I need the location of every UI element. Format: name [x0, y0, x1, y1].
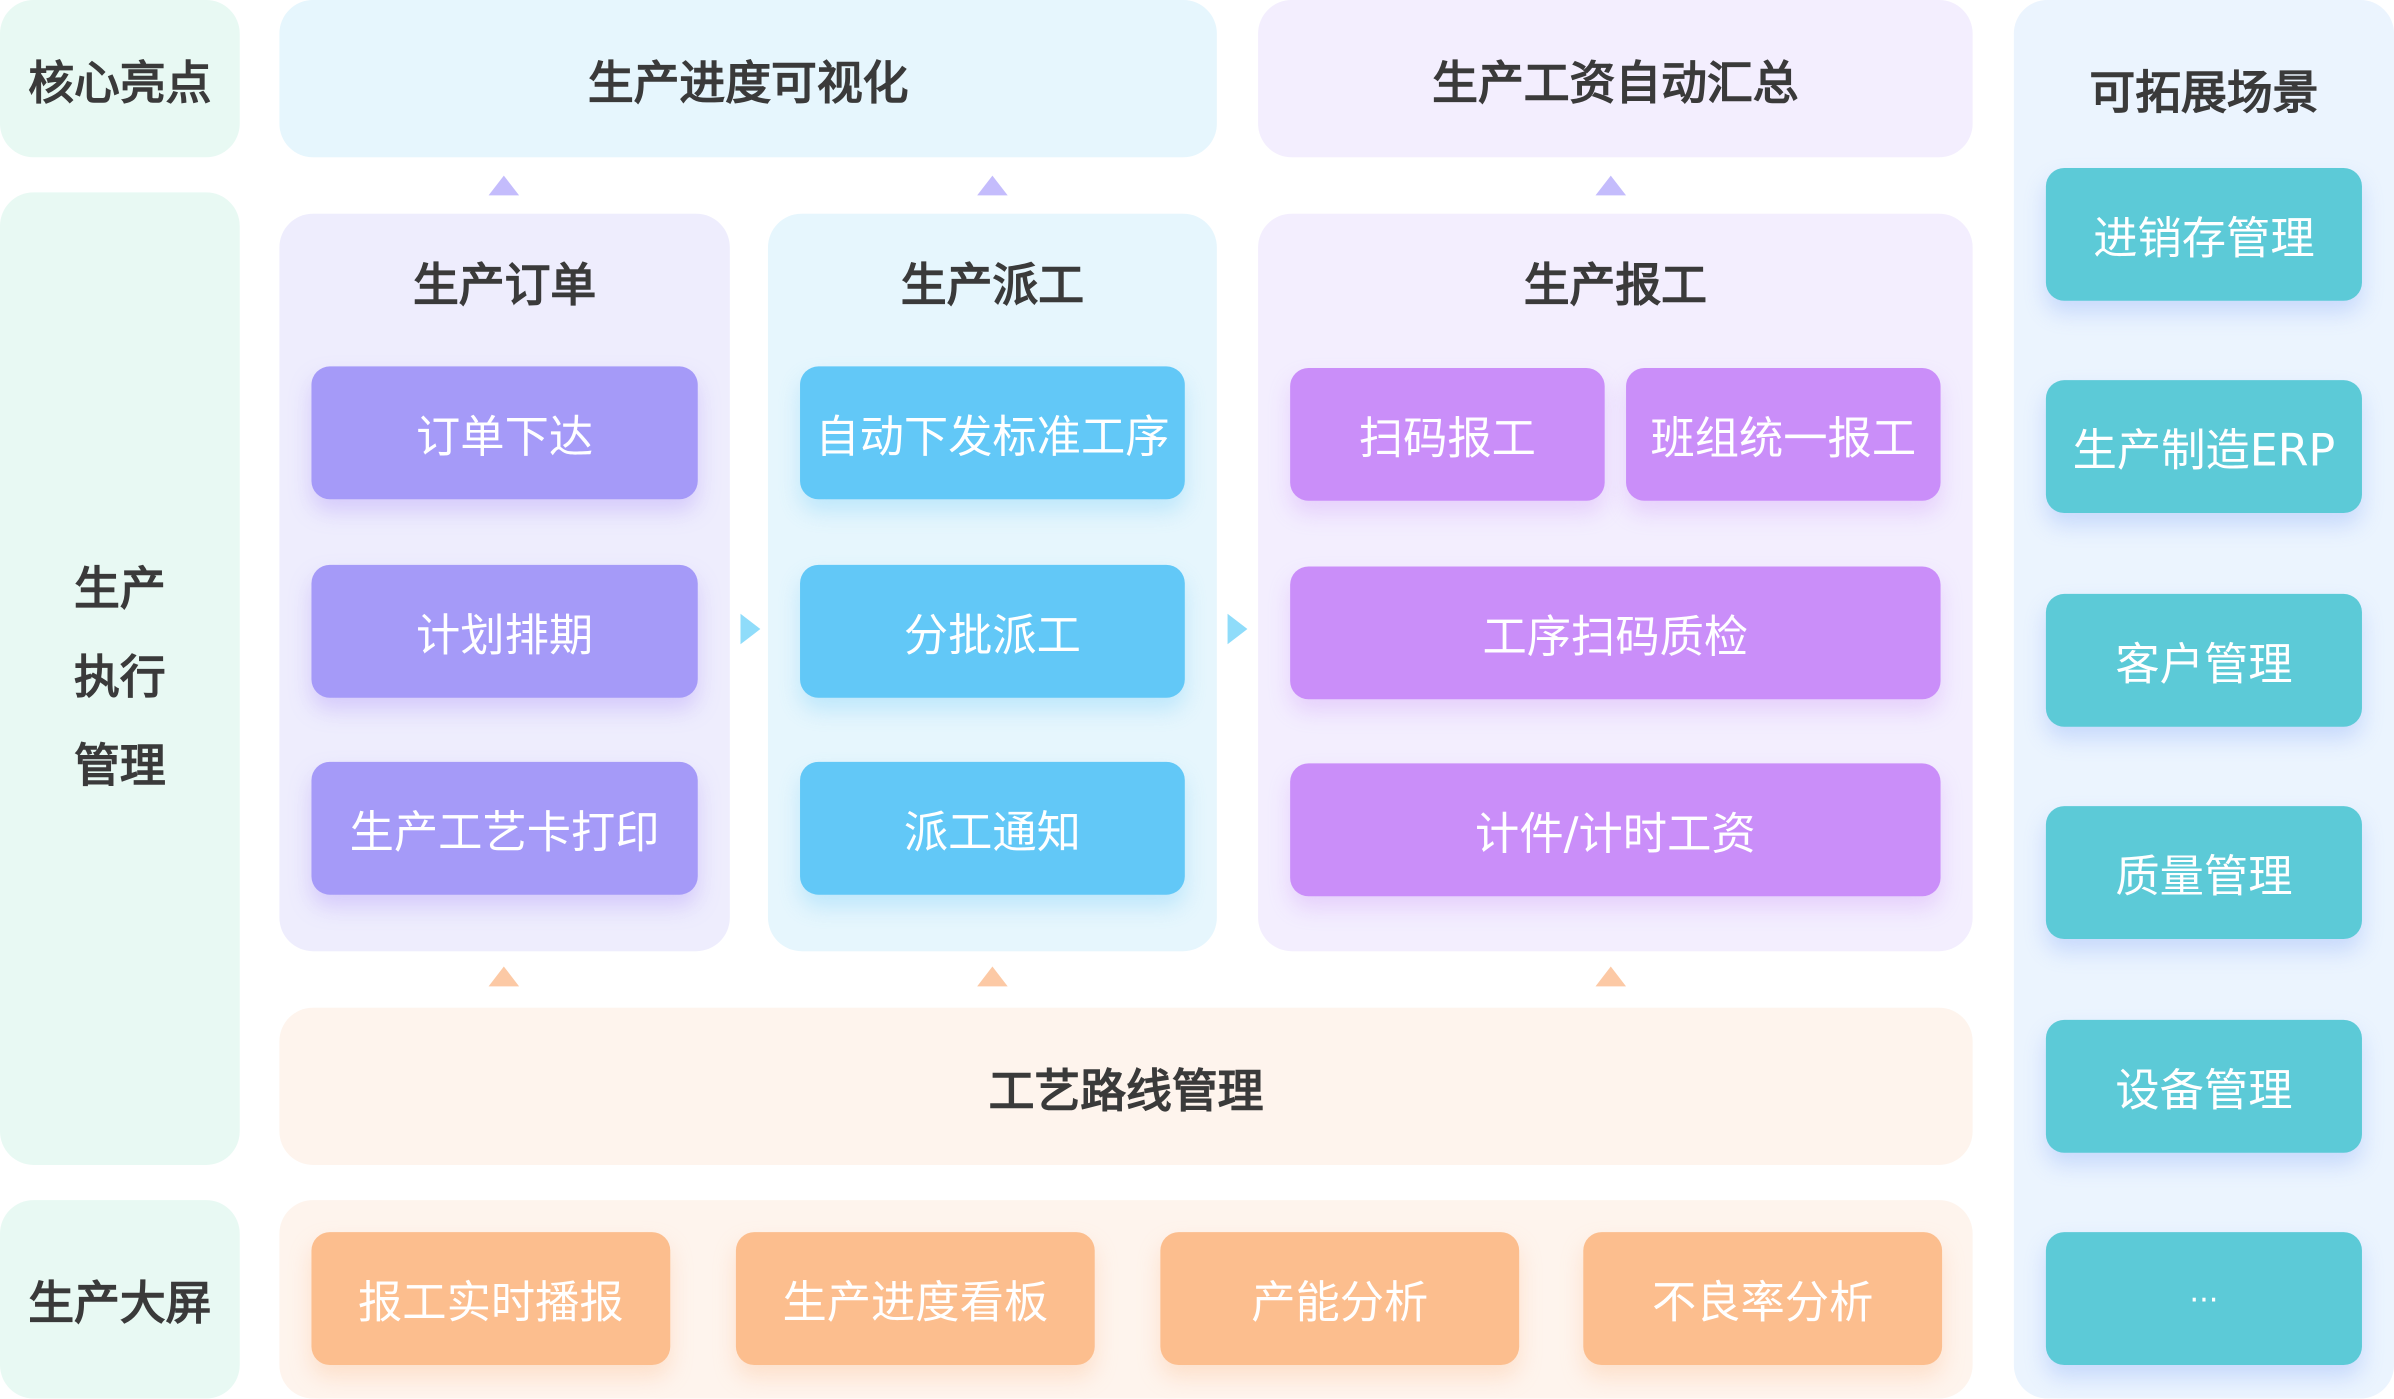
- routing-management: 工艺路线管理: [279, 1007, 1973, 1165]
- label-text: 执行: [74, 651, 166, 705]
- arrow-up-icon: [488, 175, 520, 196]
- report-broadcast-button[interactable]: 报工实时播报: [311, 1232, 671, 1365]
- progress-board-button[interactable]: 生产进度看板: [735, 1232, 1095, 1365]
- equipment-button[interactable]: 设备管理: [2045, 1019, 2362, 1153]
- arrow-up-icon: [1595, 966, 1627, 987]
- column-production-dispatch: 生产派工 自动下发标准工序 分批派工 派工通知: [767, 213, 1217, 952]
- label-text: 生产进度可视化: [587, 57, 909, 111]
- label-text: 工艺路线管理: [988, 1064, 1264, 1119]
- team-report-button[interactable]: 班组统一报工: [1626, 367, 1941, 501]
- label-execution: 生产 执行 管理: [0, 192, 240, 1165]
- arrow-up-icon: [488, 966, 520, 987]
- piece-time-wage-button[interactable]: 计件/计时工资: [1290, 763, 1941, 897]
- customer-button[interactable]: 客户管理: [2045, 593, 2362, 727]
- auto-issue-process-button[interactable]: 自动下发标准工序: [800, 366, 1185, 500]
- column-production-order: 生产订单 订单下达 计划排期 生产工艺卡打印: [279, 213, 730, 952]
- column-production-report: 生产报工 扫码报工 班组统一报工 工序扫码质检 计件/计时工资: [1258, 213, 1973, 952]
- quality-button[interactable]: 质量管理: [2045, 806, 2362, 939]
- scan-report-button[interactable]: 扫码报工: [1290, 367, 1605, 501]
- arrow-up-icon: [977, 966, 1008, 987]
- arrow-up-icon: [977, 175, 1008, 196]
- label-text: 管理: [74, 739, 166, 794]
- arrow-up-icon: [1595, 175, 1627, 196]
- process-card-print-button[interactable]: 生产工艺卡打印: [311, 761, 698, 895]
- label-big-screen: 生产大屏: [0, 1200, 240, 1399]
- capacity-analysis-button[interactable]: 产能分析: [1160, 1232, 1520, 1365]
- label-text: 生产: [74, 562, 166, 617]
- column-title: 生产订单: [412, 259, 597, 313]
- more-button[interactable]: ···: [2045, 1232, 2362, 1365]
- label-highlights: 核心亮点: [0, 0, 240, 158]
- highlight-progress-visual: 生产进度可视化: [279, 0, 1217, 158]
- column-title: 生产派工: [900, 259, 1085, 313]
- column-title: 生产报工: [1523, 259, 1707, 313]
- label-text: 生产工资自动汇总: [1432, 57, 1799, 111]
- process-scan-qc-button[interactable]: 工序扫码质检: [1290, 566, 1941, 700]
- highlight-wage-summary: 生产工资自动汇总: [1258, 0, 1973, 158]
- batch-dispatch-button[interactable]: 分批派工: [800, 564, 1185, 698]
- schedule-plan-button[interactable]: 计划排期: [311, 564, 698, 698]
- arrow-right-icon: [1227, 613, 1248, 645]
- inventory-button[interactable]: 进销存管理: [2045, 167, 2362, 301]
- label-text: 核心亮点: [28, 57, 212, 111]
- big-screen-panel: 报工实时播报 生产进度看板 产能分析 不良率分析: [279, 1200, 1973, 1399]
- label-text: 生产大屏: [28, 1277, 212, 1332]
- dispatch-notice-button[interactable]: 派工通知: [800, 761, 1185, 895]
- arrow-right-icon: [740, 613, 761, 645]
- extension-panel: 可拓展场景 进销存管理 生产制造ERP 客户管理 质量管理 设备管理 ···: [2013, 0, 2394, 1399]
- order-release-button[interactable]: 订单下达: [311, 366, 698, 500]
- erp-button[interactable]: 生产制造ERP: [2045, 380, 2362, 514]
- extension-title: 可拓展场景: [2089, 67, 2319, 121]
- defect-rate-button[interactable]: 不良率分析: [1583, 1232, 1943, 1365]
